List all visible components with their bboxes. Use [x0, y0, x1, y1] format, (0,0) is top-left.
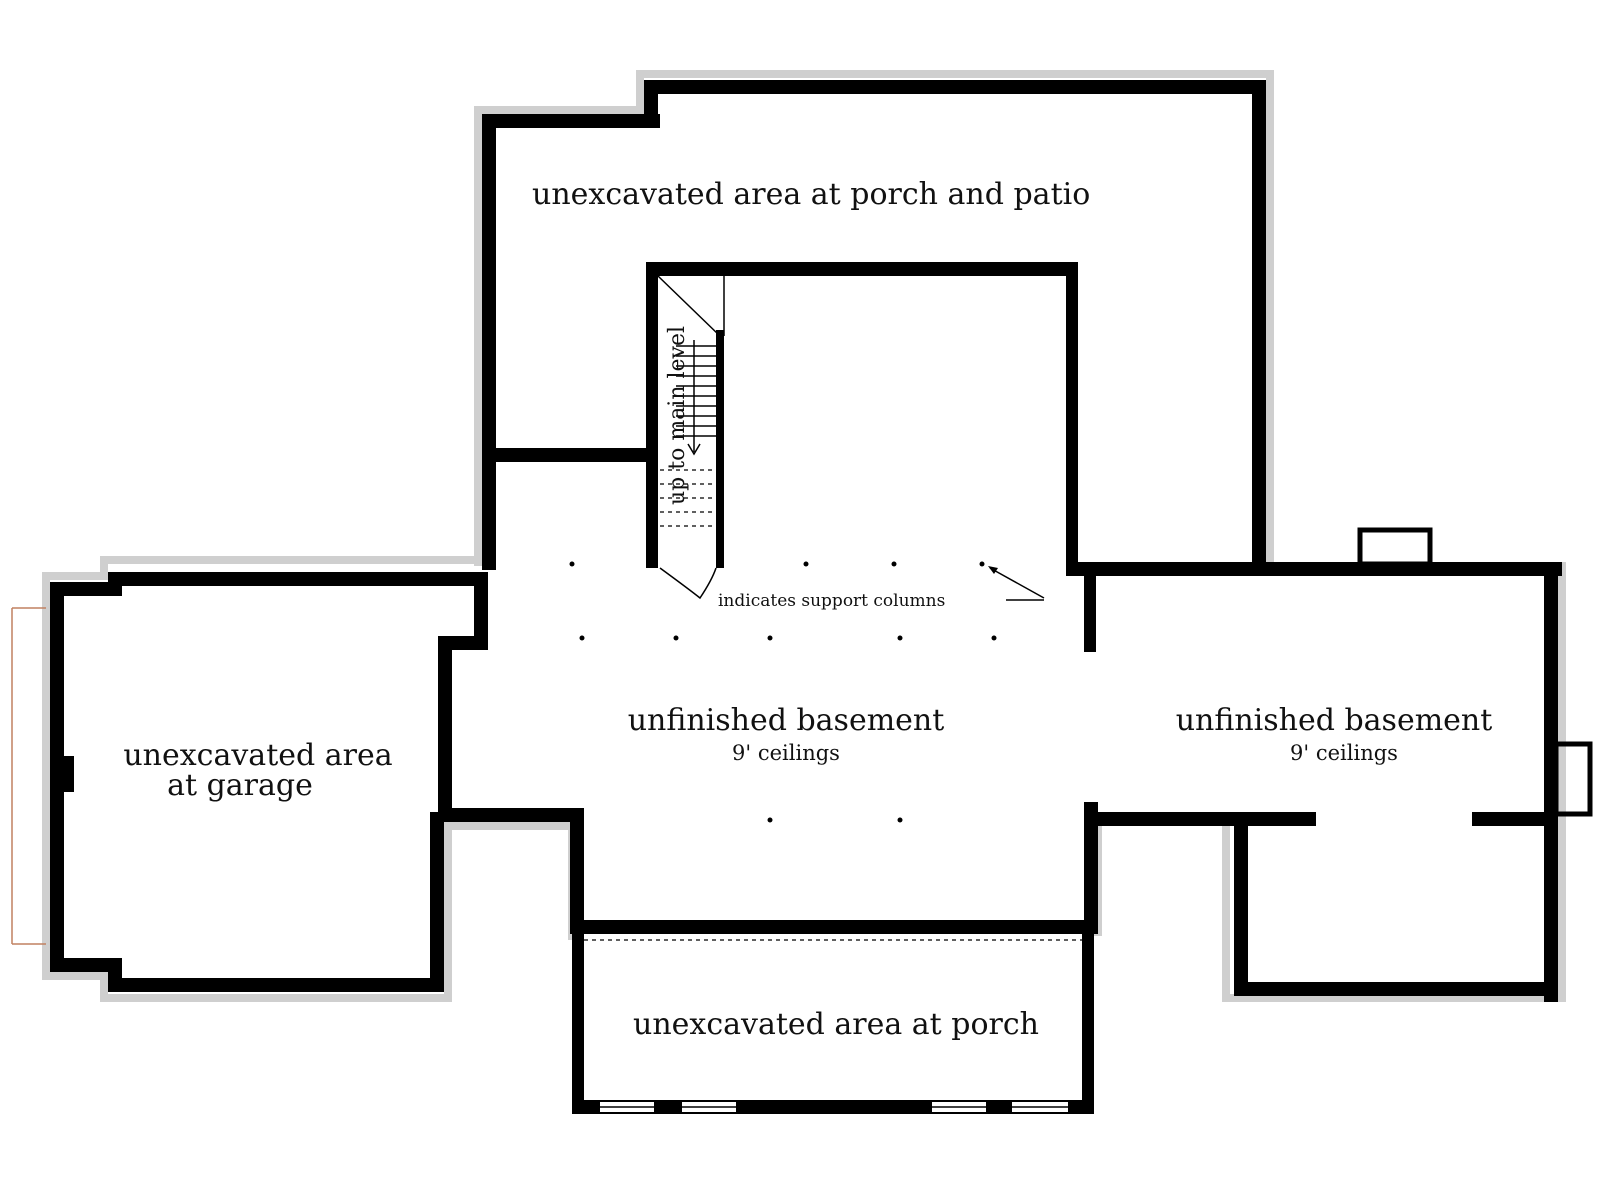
support-column [891, 561, 897, 567]
garage-opening [11, 607, 46, 945]
ceiling-height-center: 9' ceilings [732, 741, 840, 765]
support-column [767, 817, 773, 823]
support-column [897, 817, 903, 823]
room-label-garage-line2: at garage [167, 768, 313, 803]
support-column [991, 635, 997, 641]
support-column [979, 561, 985, 567]
porch-openings [579, 934, 1087, 1112]
support-column [579, 635, 585, 641]
bump-outs [1357, 527, 1593, 817]
room-label-porch-bottom: unexcavated area at porch [633, 1007, 1039, 1042]
support-column [569, 561, 575, 567]
support-column [673, 635, 679, 641]
support-column [897, 635, 903, 641]
note-leader [988, 566, 1045, 601]
walls [50, 80, 1562, 1114]
support-column [803, 561, 809, 567]
stair-label: up to main level [665, 326, 690, 505]
room-label-garage-line1: unexcavated area [123, 738, 392, 773]
room-label-basement-center: unfinished basement [628, 703, 945, 738]
support-column [767, 635, 773, 641]
ceiling-height-right: 9' ceilings [1290, 741, 1398, 765]
support-columns [569, 561, 997, 823]
room-label-porch-patio: unexcavated area at porch and patio [532, 177, 1090, 212]
stair-treads [660, 345, 716, 527]
stairs: up to main level [657, 275, 725, 600]
room-label-basement-right: unfinished basement [1176, 703, 1493, 738]
support-columns-note: indicates support columns [718, 591, 945, 611]
